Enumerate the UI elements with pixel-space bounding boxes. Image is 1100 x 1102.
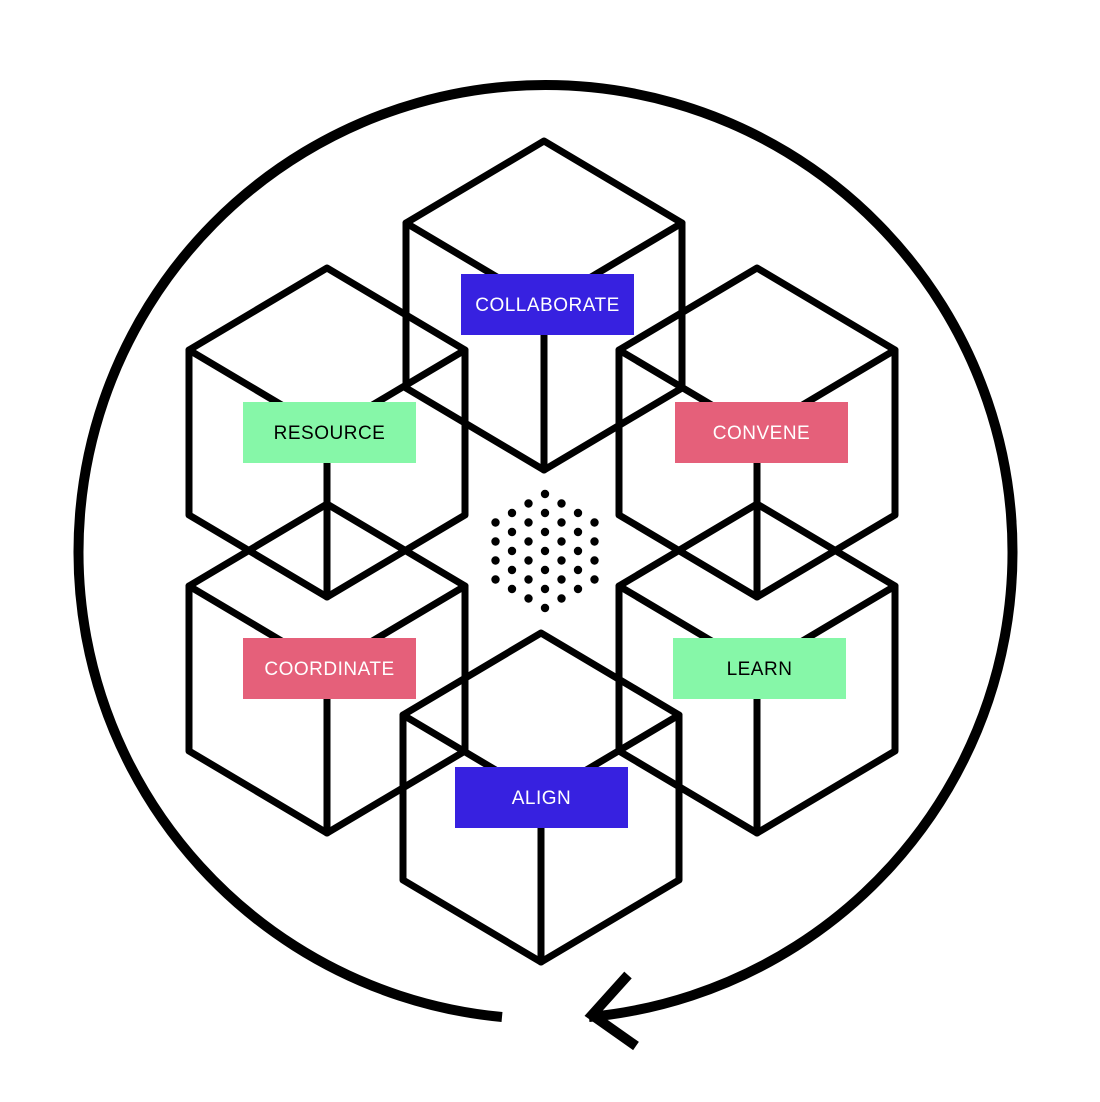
label-box-learn <box>673 638 846 699</box>
label-box-collaborate <box>461 274 634 335</box>
center-dot <box>590 537 599 546</box>
center-dot <box>491 537 500 546</box>
label-text-convene: CONVENE <box>713 423 810 444</box>
center-dot <box>540 546 550 556</box>
center-dot <box>590 518 599 527</box>
cycle-ring <box>73 80 1018 1022</box>
center-dot <box>573 508 583 518</box>
label-text-collaborate: COLLABORATE <box>475 295 620 316</box>
center-dot <box>491 518 500 527</box>
center-dot <box>557 594 566 603</box>
dotted-hexagon-icon <box>491 489 599 613</box>
cycle-arrowhead-icon <box>584 971 639 1051</box>
center-dot <box>573 527 583 537</box>
label-text-align: ALIGN <box>512 788 572 809</box>
center-dot <box>524 518 533 527</box>
center-dot <box>590 575 599 584</box>
center-dot <box>540 603 550 613</box>
label-resource: RESOURCE <box>243 402 416 463</box>
center-dot <box>590 556 599 565</box>
label-box-resource <box>243 402 416 463</box>
center-dot <box>491 556 500 565</box>
label-box-align <box>455 767 628 828</box>
label-convene: CONVENE <box>675 402 848 463</box>
center-dot <box>507 584 517 594</box>
center-dot <box>540 508 550 518</box>
center-dot <box>573 565 583 575</box>
center-dot <box>557 499 566 508</box>
center-dot <box>524 499 533 508</box>
center-dot <box>573 546 583 556</box>
center-dot <box>507 508 517 518</box>
center-dot <box>540 489 550 499</box>
center-dot <box>491 575 500 584</box>
center-dot <box>557 575 566 584</box>
label-text-learn: LEARN <box>727 659 793 680</box>
label-group: COLLABORATE CONVENE LEARN ALIGN COORDINATE RE… <box>243 274 848 828</box>
center-dot <box>524 594 533 603</box>
center-dot <box>557 518 566 527</box>
label-text-resource: RESOURCE <box>274 423 386 444</box>
center-dot <box>524 537 533 546</box>
center-dot <box>557 537 566 546</box>
label-align: ALIGN <box>455 767 628 828</box>
center-dot <box>524 575 533 584</box>
center-dot <box>540 565 550 575</box>
center-dot <box>507 546 517 556</box>
center-dot <box>507 565 517 575</box>
label-text-coordinate: COORDINATE <box>264 659 394 680</box>
center-dot <box>524 556 533 565</box>
label-box-coordinate <box>243 638 416 699</box>
label-learn: LEARN <box>673 638 846 699</box>
center-dot <box>540 527 550 537</box>
center-dot <box>573 584 583 594</box>
center-dot <box>507 527 517 537</box>
label-collaborate: COLLABORATE <box>461 274 634 335</box>
label-coordinate: COORDINATE <box>243 638 416 699</box>
label-box-convene <box>675 402 848 463</box>
center-dot <box>540 584 550 594</box>
center-dot <box>557 556 566 565</box>
